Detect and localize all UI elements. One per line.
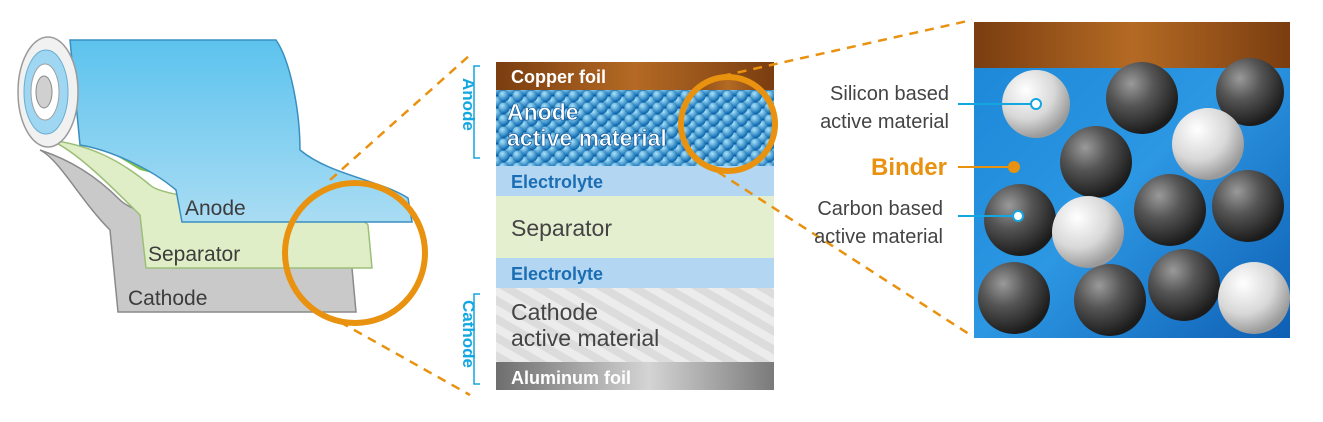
anode-active-label-2: active material	[507, 125, 667, 151]
silicon-particle	[1218, 262, 1290, 334]
carbon-particle	[1134, 174, 1206, 246]
carbon-particle	[1106, 62, 1178, 134]
separator-layer	[496, 196, 774, 258]
roll-separator-label: Separator	[148, 243, 240, 266]
layer-stack: Copper foil Anode active material Electr…	[496, 62, 778, 390]
electrolyte-top-label: Electrolyte	[511, 172, 603, 192]
anode-bracket: Anode	[459, 65, 480, 159]
binder-label: Binder	[871, 154, 947, 181]
carbon-label-2: active material	[814, 226, 943, 248]
silicon-marker	[1030, 98, 1042, 110]
aluminum-foil-layer	[496, 362, 774, 390]
roll-cathode-label: Cathode	[128, 287, 207, 310]
carbon-particle	[1074, 264, 1146, 336]
copper-foil-band	[974, 22, 1290, 68]
carbon-particle	[1148, 249, 1220, 321]
electrolyte-bottom-label: Electrolyte	[511, 264, 603, 284]
cathode-active-label-2: active material	[511, 325, 659, 351]
carbon-particle	[1216, 58, 1284, 126]
silicon-label-2: active material	[820, 111, 949, 133]
binder-marker	[1008, 161, 1020, 173]
silicon-particle	[1052, 196, 1124, 268]
copper-foil-label: Copper foil	[511, 67, 606, 87]
cathode-bracket: Cathode	[459, 293, 480, 385]
battery-roll: Anode Separator Cathode	[17, 36, 428, 326]
anode-bracket-label: Anode	[459, 78, 478, 131]
silicon-particle	[1172, 108, 1244, 180]
carbon-particle	[978, 262, 1050, 334]
zoom-connectors-left	[329, 54, 471, 397]
cathode-active-label-1: Cathode	[511, 299, 598, 325]
aluminum-foil-label: Aluminum foil	[511, 368, 631, 388]
carbon-particle	[1060, 126, 1132, 198]
electrolyte-bottom-layer	[496, 258, 774, 288]
carbon-marker	[1012, 210, 1024, 222]
separator-layer-label: Separator	[511, 215, 612, 241]
zoom-connectors-right	[717, 18, 973, 338]
particle-closeup	[958, 22, 1290, 338]
roll-anode-label: Anode	[185, 197, 246, 220]
cathode-bracket-label: Cathode	[459, 300, 478, 368]
anode-zoom-circle	[678, 74, 778, 174]
silicon-label-1: Silicon based	[830, 83, 949, 105]
cathode-active-layer	[496, 288, 774, 362]
carbon-label-1: Carbon based	[817, 198, 943, 220]
anode-active-label-1: Anode	[507, 99, 579, 125]
carbon-particle	[1212, 170, 1284, 242]
roll-zoom-circle	[282, 180, 428, 326]
